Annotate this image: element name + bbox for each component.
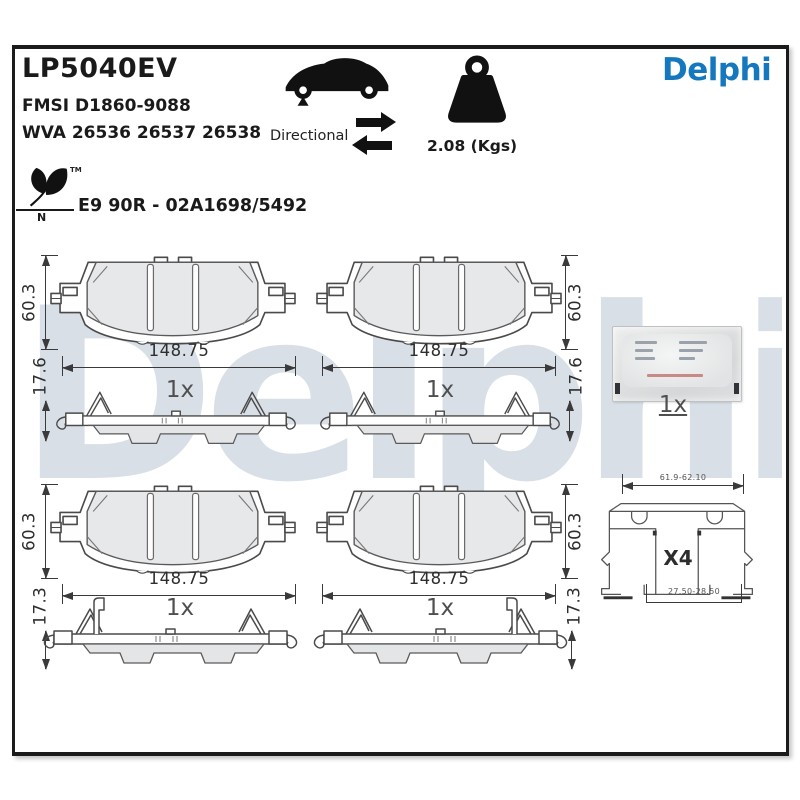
quantity-label: 1x — [425, 595, 455, 621]
height-dimension: 60.3 — [565, 283, 585, 322]
height-dimension-line — [41, 255, 58, 350]
kit-outer-dimension-line — [622, 474, 744, 494]
quantity-label: 1x — [165, 377, 195, 403]
thickness-dimension-line — [41, 400, 51, 442]
width-dimension-line — [322, 356, 556, 376]
width-dimension: 148.75 — [148, 569, 210, 588]
grease-sachet-image — [612, 326, 742, 402]
pad-profile-view-top-left — [50, 380, 302, 450]
pad-profile-view-bottom-left — [38, 596, 303, 670]
pad-profile-view-bottom-right — [308, 596, 573, 670]
leaf-baseline — [16, 209, 74, 211]
pad-profile-view-top-right — [314, 380, 566, 450]
wva-reference: WVA 26536 26537 26538 — [22, 123, 262, 143]
sachet-quantity-label: 1x — [658, 392, 688, 418]
width-dimension-line — [62, 584, 296, 604]
weight-value: 2.08 (Kgs) — [427, 137, 518, 155]
kit-inner-dimension: 27.50-28.50 — [668, 587, 720, 596]
thickness-dimension-line — [41, 630, 51, 670]
thickness-dimension-line — [567, 630, 577, 670]
width-dimension: 148.75 — [408, 341, 470, 360]
pad-front-view-top-left — [50, 249, 296, 352]
kit-quantity-label: X4 — [663, 546, 693, 570]
profile-thickness-dimension: 17.6 — [566, 356, 586, 396]
width-dimension: 148.75 — [408, 569, 470, 588]
eco-letter: N — [37, 211, 47, 224]
pad-front-view-bottom-right — [316, 478, 562, 581]
height-dimension: 60.3 — [19, 283, 39, 322]
approval-number: E9 90R - 02A1698/5492 — [78, 196, 308, 216]
pad-front-view-bottom-left — [50, 478, 296, 581]
kit-outer-dimension: 61.9-62.10 — [659, 473, 707, 482]
leaf-trademark: TM — [70, 166, 82, 174]
height-dimension-line — [41, 484, 58, 579]
part-number: LP5040EV — [22, 53, 178, 84]
height-dimension: 60.3 — [565, 512, 585, 551]
brand-logo: Delphi — [662, 52, 772, 88]
height-dimension-line — [561, 255, 578, 350]
fmsi-reference: FMSI D1860-9088 — [22, 96, 191, 116]
directional-label: Directional — [270, 128, 349, 144]
pad-front-view-top-right — [316, 249, 562, 352]
width-dimension-line — [322, 584, 556, 604]
thickness-dimension-line — [565, 400, 575, 442]
kit-inner-dimension-line: 27.50-28.50 — [646, 584, 742, 603]
width-dimension-line — [62, 356, 296, 376]
car-icon — [282, 52, 392, 110]
height-dimension-line — [561, 484, 578, 579]
height-dimension: 60.3 — [19, 512, 39, 551]
profile-thickness-dimension: 17.6 — [30, 356, 50, 396]
quantity-label: 1x — [425, 377, 455, 403]
directional-arrows-icon — [352, 112, 396, 155]
quantity-label: 1x — [165, 595, 195, 621]
weight-icon — [438, 55, 516, 135]
width-dimension: 148.75 — [148, 341, 210, 360]
leaf-icon — [24, 164, 70, 208]
